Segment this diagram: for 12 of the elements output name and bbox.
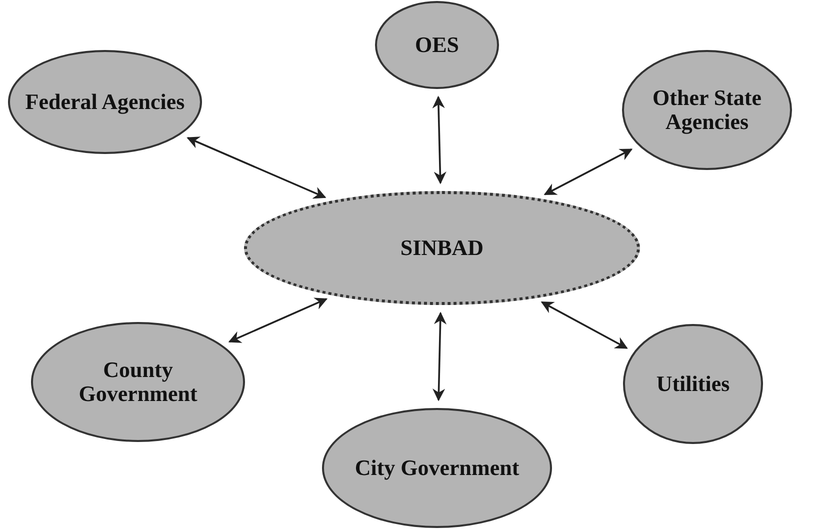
node-label: SINBAD	[400, 236, 484, 260]
double-arrow	[228, 298, 328, 343]
double-arrow	[186, 136, 326, 199]
double-arrow	[432, 312, 447, 402]
node-label: County Government	[78, 358, 198, 406]
node-label: Federal Agencies	[25, 90, 185, 114]
node-label: City Government	[354, 456, 520, 480]
double-arrow	[544, 148, 633, 196]
node-label: Other State Agencies	[652, 86, 762, 134]
node-label: OES	[414, 32, 460, 58]
node-label: Utilities	[656, 372, 730, 396]
double-arrow	[432, 96, 446, 184]
